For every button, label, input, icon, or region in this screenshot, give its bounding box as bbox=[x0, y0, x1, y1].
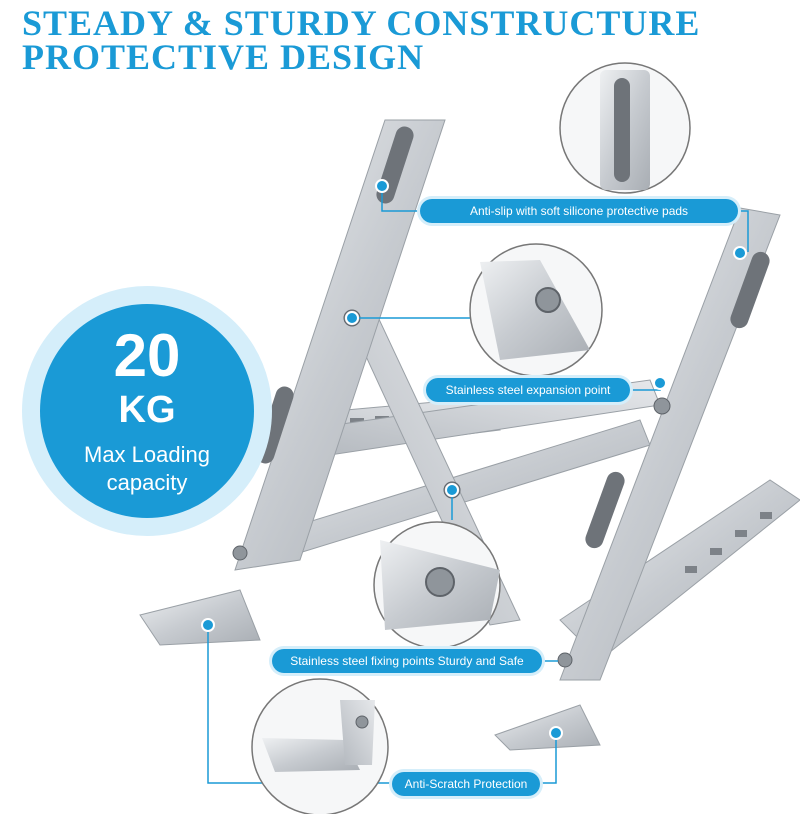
max-load-badge: 20 KG Max Loading capacity bbox=[22, 286, 272, 536]
callout-fixing-points: Stainless steel fixing points Sturdy and… bbox=[272, 649, 542, 673]
max-load-caption-line-1: Max Loading bbox=[84, 442, 210, 467]
detail-zoom-expansion-point bbox=[469, 243, 603, 377]
detail-zoom-pads bbox=[559, 62, 691, 194]
callout-silicone-pads: Anti-slip with soft silicone protective … bbox=[420, 199, 738, 223]
callout-anti-scratch: Anti-Scratch Protection bbox=[392, 772, 540, 796]
callout-expansion-point: Stainless steel expansion point bbox=[426, 378, 630, 402]
detail-zoom-fixing-point bbox=[373, 521, 501, 649]
headline-line-2: PROTECTIVE DESIGN bbox=[22, 37, 425, 77]
max-load-caption-line-2: capacity bbox=[106, 470, 188, 495]
max-load-unit: KG bbox=[118, 389, 176, 431]
max-load-caption: Max Loading capacity bbox=[40, 441, 254, 497]
callout-dots bbox=[201, 179, 747, 740]
headline-line-1: STEADY & STURDY CONSTRUCTURE bbox=[22, 3, 701, 43]
detail-zoom-anti-scratch bbox=[251, 678, 389, 814]
max-load-value: 20 bbox=[113, 322, 181, 389]
right-arm bbox=[494, 207, 781, 751]
max-load-badge-core: 20 KG Max Loading capacity bbox=[40, 304, 254, 518]
